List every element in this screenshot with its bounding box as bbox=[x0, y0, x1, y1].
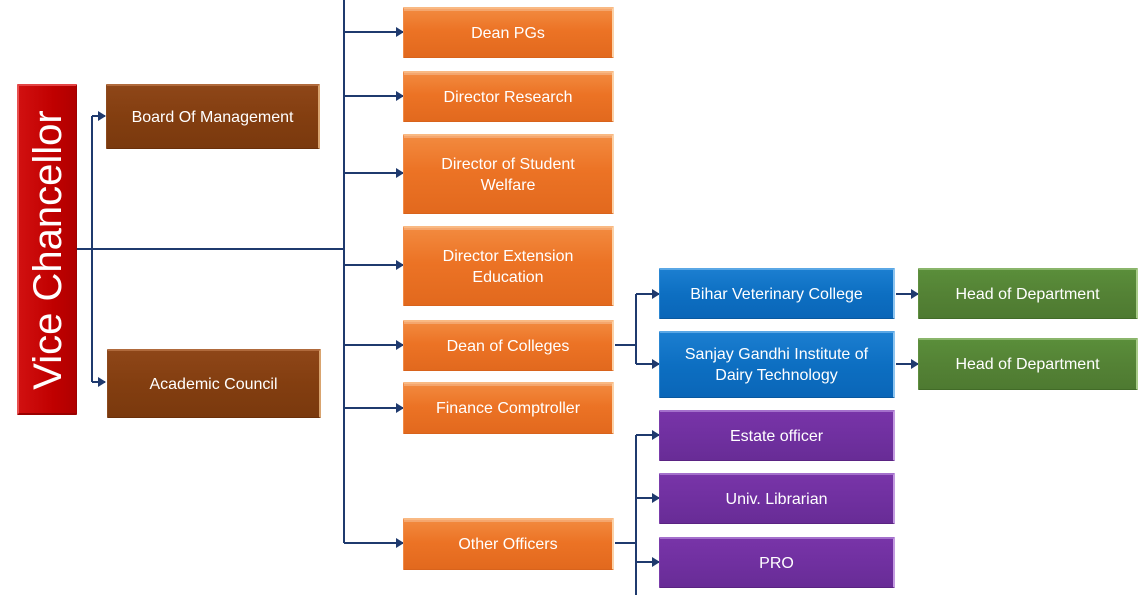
node-label: Dean PGs bbox=[471, 24, 545, 42]
node-vice-chancellor[interactable]: Vice Chancellor bbox=[17, 84, 77, 415]
node-label: Dean of Colleges bbox=[446, 337, 570, 355]
node-label: Head of Department bbox=[955, 356, 1100, 373]
node-label: Academic Council bbox=[149, 375, 278, 393]
node-other-officers[interactable]: Other Officers bbox=[403, 518, 614, 570]
node-label: Vice Chancellor bbox=[25, 109, 70, 390]
node-label: PRO bbox=[759, 554, 794, 572]
node-pro[interactable]: PRO bbox=[659, 537, 895, 588]
node-head-of-department-2[interactable]: Head of Department bbox=[918, 338, 1138, 390]
node-label: Director of Student Welfare bbox=[441, 155, 575, 194]
node-label: Board Of Management bbox=[131, 108, 294, 126]
node-director-research[interactable]: Director Research bbox=[403, 71, 614, 122]
node-dean-pgs[interactable]: Dean PGs bbox=[403, 7, 614, 58]
node-label: Bihar Veterinary College bbox=[690, 285, 863, 303]
node-univ-librarian[interactable]: Univ. Librarian bbox=[659, 473, 895, 524]
node-director-extension-education[interactable]: Director Extension Education bbox=[403, 226, 614, 306]
node-dean-of-colleges[interactable]: Dean of Colleges bbox=[403, 320, 614, 371]
node-label: Finance Comptroller bbox=[435, 400, 581, 417]
node-sanjay-gandhi-institute[interactable]: Sanjay Gandhi Institute of Dairy Technol… bbox=[659, 331, 895, 398]
node-board-of-management[interactable]: Board Of Management bbox=[106, 84, 320, 149]
node-label: Head of Department bbox=[955, 285, 1100, 303]
node-label: Other Officers bbox=[458, 536, 558, 553]
node-label: Sanjay Gandhi Institute of Dairy Technol… bbox=[684, 346, 869, 384]
node-director-student-welfare[interactable]: Director of Student Welfare bbox=[403, 134, 614, 214]
node-label: Director Extension Education bbox=[442, 247, 574, 286]
node-label: Univ. Librarian bbox=[725, 490, 828, 508]
node-bihar-veterinary-college[interactable]: Bihar Veterinary College bbox=[659, 268, 895, 319]
node-label: Estate officer bbox=[729, 427, 824, 445]
node-academic-council[interactable]: Academic Council bbox=[107, 349, 321, 418]
node-head-of-department-1[interactable]: Head of Department bbox=[918, 268, 1138, 319]
node-label: Director Research bbox=[443, 88, 573, 106]
node-finance-comptroller[interactable]: Finance Comptroller bbox=[403, 382, 614, 434]
node-estate-officer[interactable]: Estate officer bbox=[659, 410, 895, 461]
